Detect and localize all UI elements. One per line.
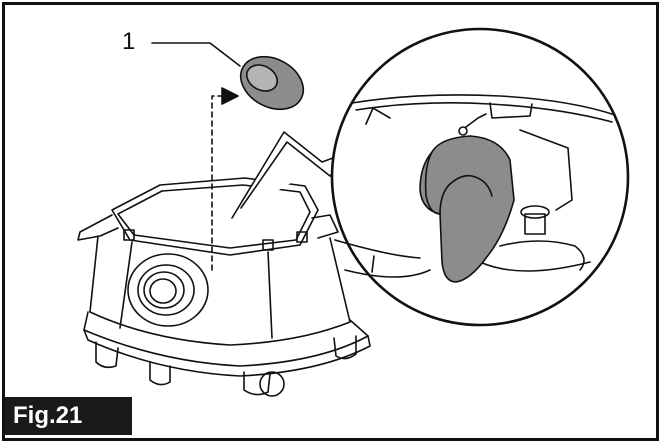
zoom-pointer	[231, 131, 339, 219]
vacuum-cleaner-body-icon	[77, 177, 371, 397]
insertion-arrow-icon	[211, 87, 239, 271]
callout-leader-line	[151, 42, 241, 67]
cover-part-icon	[239, 55, 305, 111]
callout-number: 1	[122, 28, 136, 55]
figure-label: Fig.21	[5, 397, 132, 435]
magnifier-circle-icon	[330, 27, 630, 327]
